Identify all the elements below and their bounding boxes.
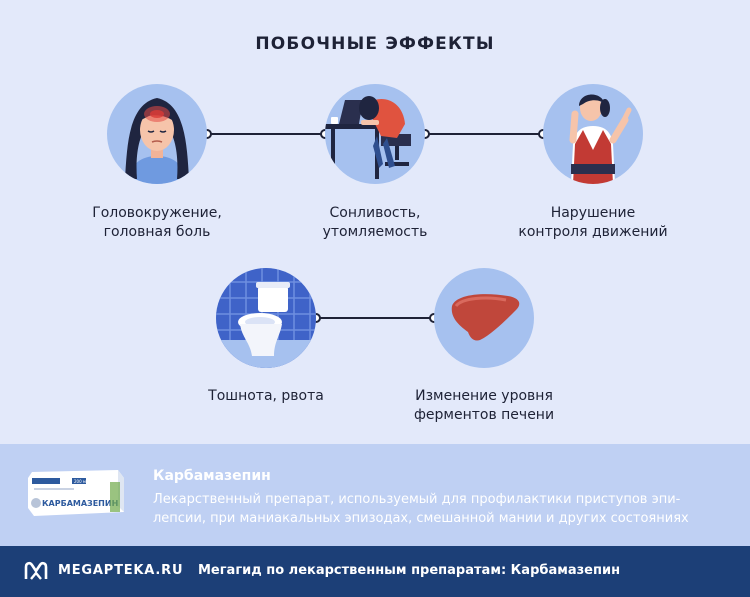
effect-label-nausea: Тошнота, рвота	[208, 388, 324, 404]
headache-woman-icon	[107, 84, 207, 184]
effect-label-drowsiness: Сонливость,утомляемость	[322, 205, 428, 240]
connector-line	[425, 133, 543, 135]
megapteka-logo-icon	[24, 561, 48, 581]
svg-text:КАРБАМАЗЕПИН: КАРБАМАЗЕПИН	[42, 499, 118, 508]
drug-box-image: 200 мг КАРБАМАЗЕПИН	[26, 468, 126, 518]
drug-name: Карбамазепин	[153, 468, 271, 484]
connector-line	[316, 317, 434, 319]
footer-logo-text[interactable]: MEGAPTEKA.RU	[58, 563, 184, 578]
page-title: ПОБОЧНЫЕ ЭФФЕКТЫ	[255, 34, 495, 54]
dizzy-woman-icon	[543, 84, 643, 184]
svg-text:200 мг: 200 мг	[74, 479, 88, 484]
footer-bar	[0, 546, 750, 597]
footer-caption: Мегагид по лекарственным препаратам: Кар…	[198, 563, 621, 578]
liver-icon	[434, 268, 534, 368]
drug-description: Лекарственный препарат, используемый для…	[153, 492, 689, 526]
connector-line	[207, 133, 325, 135]
effect-label-dizziness: Головокружение,головная боль	[92, 205, 222, 240]
sleepy-desk-icon	[325, 84, 425, 184]
drug-info-band	[0, 444, 750, 546]
toilet-icon	[216, 268, 316, 368]
